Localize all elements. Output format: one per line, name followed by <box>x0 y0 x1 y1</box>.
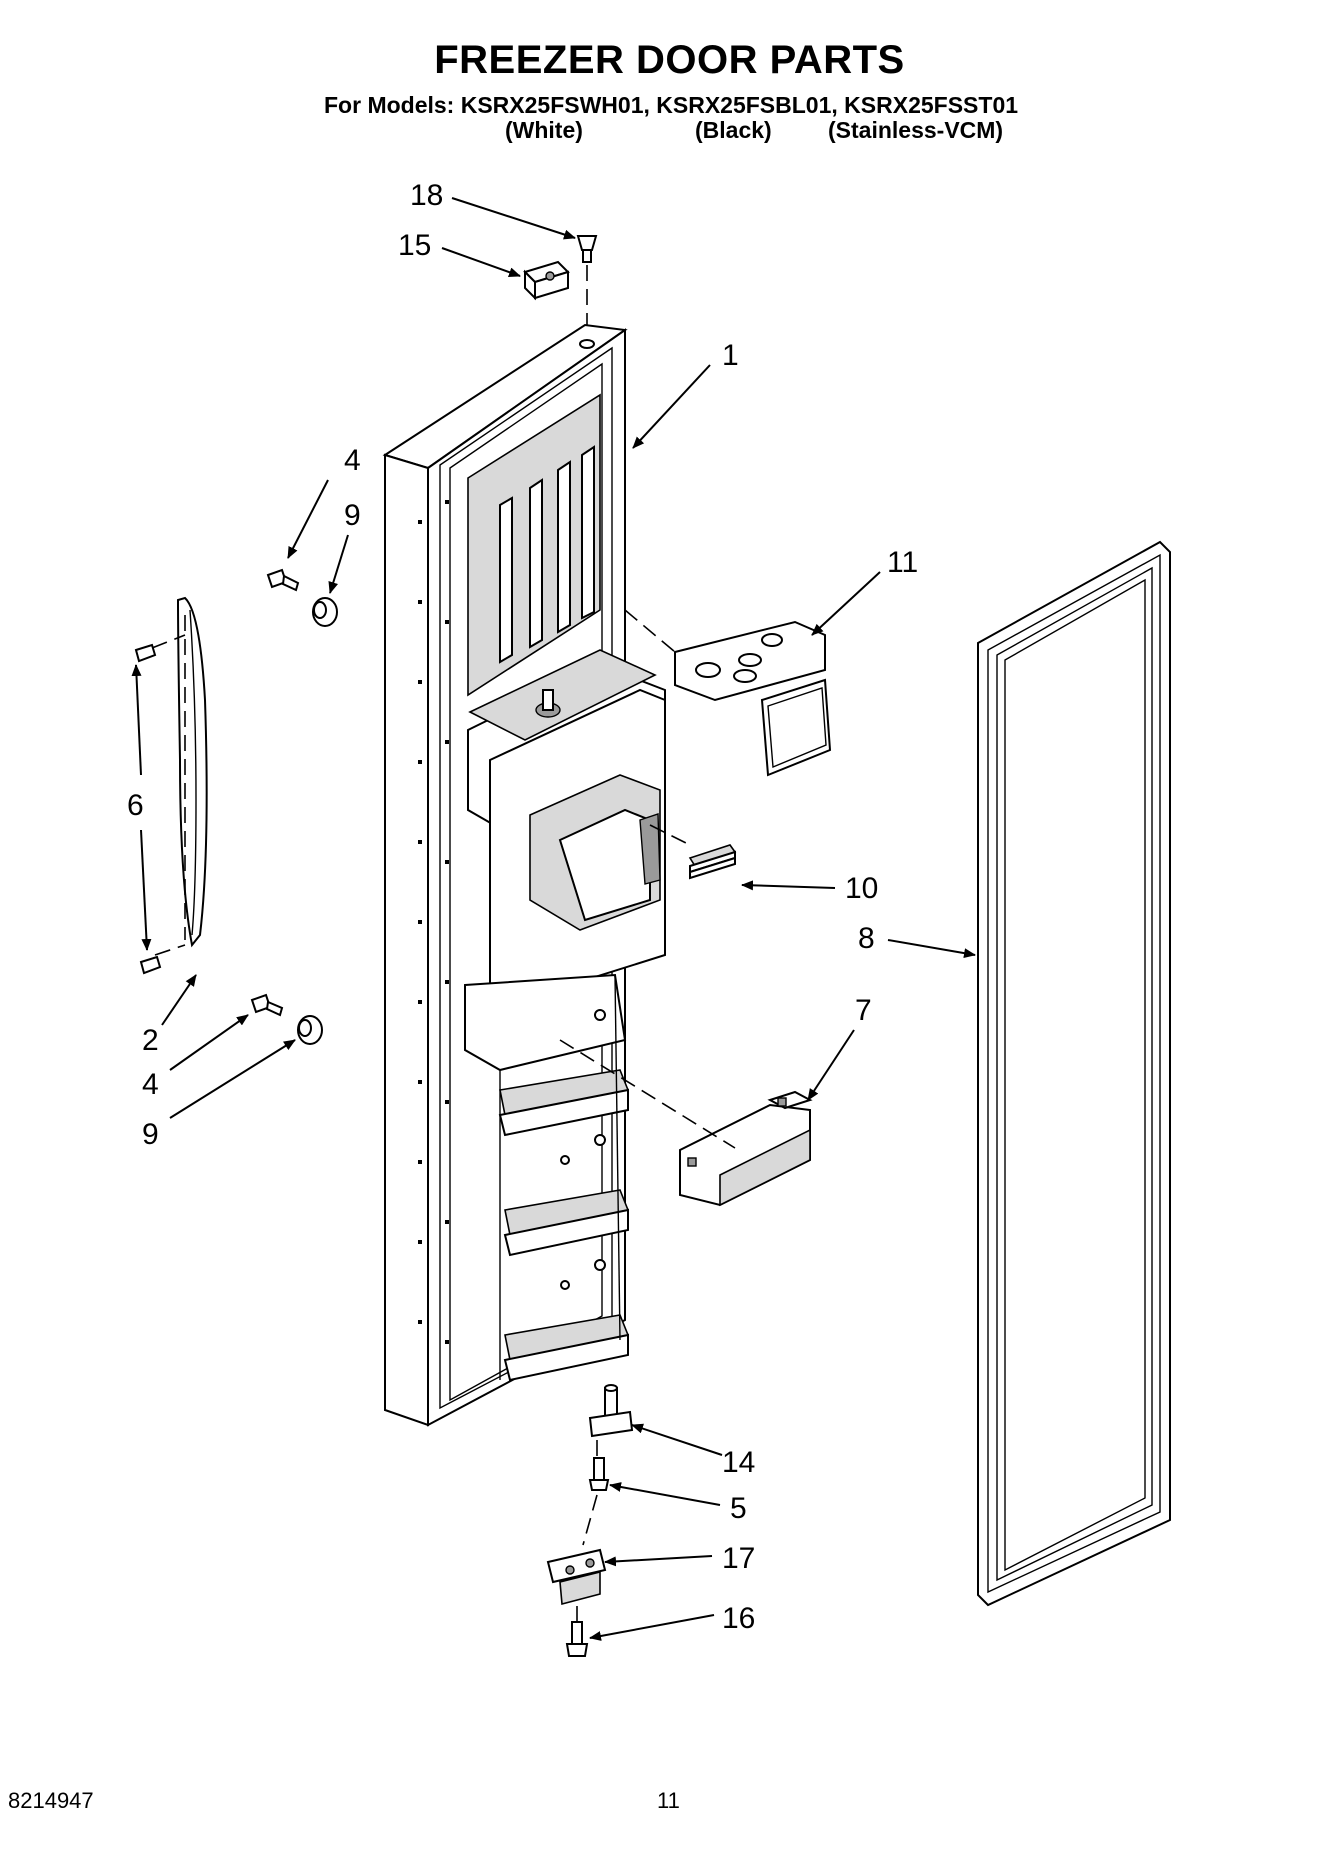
callout-17: 17 <box>722 1542 755 1575</box>
part-9-spacer-upper <box>312 597 338 627</box>
dispenser-housing <box>467 649 666 1012</box>
part-5-screw <box>582 1457 610 1546</box>
handle-assembly <box>151 596 208 956</box>
variant-stainless: (Stainless-VCM) <box>828 117 1004 143</box>
part-8-gasket <box>977 540 1171 1607</box>
callout-16: 16 <box>722 1602 755 1635</box>
callout-9-lower: 9 <box>142 1118 159 1151</box>
leader-arrows <box>131 197 976 1641</box>
part-10-pad <box>649 824 737 880</box>
part-9-spacer-lower <box>297 1015 323 1045</box>
document-number: 8214947 <box>8 1788 94 1813</box>
models-line: For Models: KSRX25FSWH01, KSRX25FSBL01, … <box>324 92 1019 118</box>
part-18-bushing <box>576 235 598 325</box>
callout-14: 14 <box>722 1446 755 1479</box>
part-11-cover-plate <box>624 609 832 777</box>
callout-2: 2 <box>142 1024 159 1057</box>
part-14-hinge-pin <box>588 1384 634 1460</box>
part-16-screw <box>565 1621 589 1657</box>
callout-6: 6 <box>127 789 144 822</box>
callout-18: 18 <box>410 179 443 212</box>
callout-15: 15 <box>398 229 431 262</box>
variant-black: (Black) <box>695 117 772 143</box>
part-4-screw-upper <box>266 568 300 592</box>
part-15-stop-block <box>523 260 570 301</box>
callout-11: 11 <box>887 546 918 579</box>
page-title: FREEZER DOOR PARTS <box>434 38 905 82</box>
callout-8: 8 <box>858 922 875 955</box>
callout-1: 1 <box>722 339 739 372</box>
door-shelves <box>464 973 630 1382</box>
part-6-screws <box>134 643 162 975</box>
part-4-screw-lower <box>250 993 284 1017</box>
callout-4-lower: 4 <box>142 1068 159 1101</box>
callout-10: 10 <box>845 872 878 905</box>
page-number: 11 <box>657 1788 680 1813</box>
callout-7: 7 <box>855 994 872 1027</box>
callout-5: 5 <box>730 1492 747 1525</box>
part-7-bin <box>559 1039 813 1207</box>
callout-9-upper: 9 <box>344 499 361 532</box>
callout-4-upper: 4 <box>344 444 361 477</box>
door-edge-clips <box>418 500 449 1344</box>
variant-white: (White) <box>505 117 583 143</box>
part-17-hinge-bracket <box>546 1548 607 1622</box>
